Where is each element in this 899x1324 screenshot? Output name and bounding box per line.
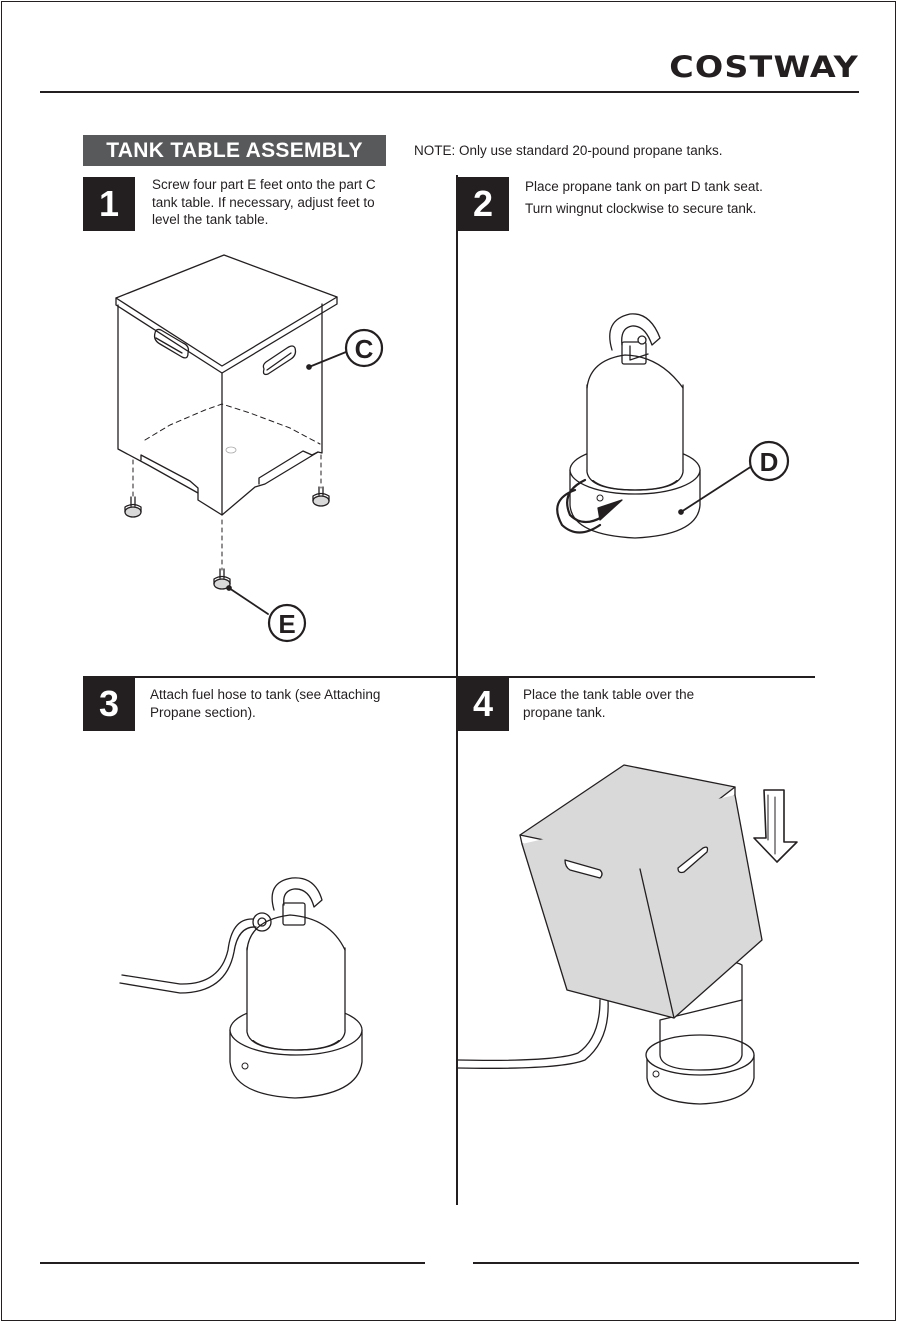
step-3-line: Attach fuel hose to tank (see Attaching	[150, 687, 381, 702]
foot-part-e	[213, 568, 231, 590]
note-text: Only use standard 20-pound propane tanks…	[459, 143, 723, 158]
step-4-line: propane tank.	[523, 704, 606, 720]
row-divider-left	[83, 676, 456, 678]
propane-tank-on-seat	[556, 313, 701, 539]
callout-e-label: E	[278, 609, 295, 639]
step-3-line: Propane section).	[150, 704, 256, 720]
step-1-line: tank table. If necessary, adjust feet to	[152, 194, 375, 210]
step-1-text: Screw four part E feet onto the part C t…	[152, 176, 376, 229]
callout-c-circle	[344, 328, 384, 368]
step-1-line: Screw four part E feet onto the part C	[152, 177, 376, 192]
brand-logo: COSTWAY	[669, 50, 859, 84]
column-divider	[456, 175, 458, 1205]
foot-part-e	[312, 486, 330, 507]
step-3-number: 3	[83, 677, 135, 731]
callout-d-circle	[748, 440, 790, 482]
step-4-text: Place the tank table over the propane ta…	[523, 686, 694, 721]
foot-part-e	[124, 496, 142, 518]
step-3-text: Attach fuel hose to tank (see Attaching …	[150, 686, 380, 721]
callout-e-circle	[267, 603, 307, 643]
step-2-number: 2	[457, 177, 509, 231]
footer-rule-left	[40, 1262, 425, 1264]
section-title: TANK TABLE ASSEMBLY	[83, 135, 386, 166]
step-2-line: Place propane tank on part D tank seat.	[525, 179, 763, 194]
step-1-line: level the tank table.	[152, 212, 269, 227]
tank-table-diagram	[115, 254, 338, 571]
header-rule	[40, 91, 859, 93]
table-over-tank	[457, 764, 798, 1105]
row-divider-right	[456, 676, 815, 678]
fuel-hose-attached	[119, 877, 363, 1099]
callout-c-label: C	[355, 334, 374, 364]
footer-rule-right	[473, 1262, 859, 1264]
note-label: NOTE:	[414, 143, 456, 158]
step-4-line: Place the tank table over the	[523, 687, 695, 702]
step-2-text: Place propane tank on part D tank seat. …	[525, 176, 763, 220]
section-note: NOTE: Only use standard 20-pound propane…	[414, 143, 722, 158]
step-2-line: Turn wingnut clockwise to secure tank.	[525, 201, 757, 216]
step-1-number: 1	[83, 177, 135, 231]
callout-d-label: D	[760, 447, 779, 477]
step-4-number: 4	[457, 677, 509, 731]
